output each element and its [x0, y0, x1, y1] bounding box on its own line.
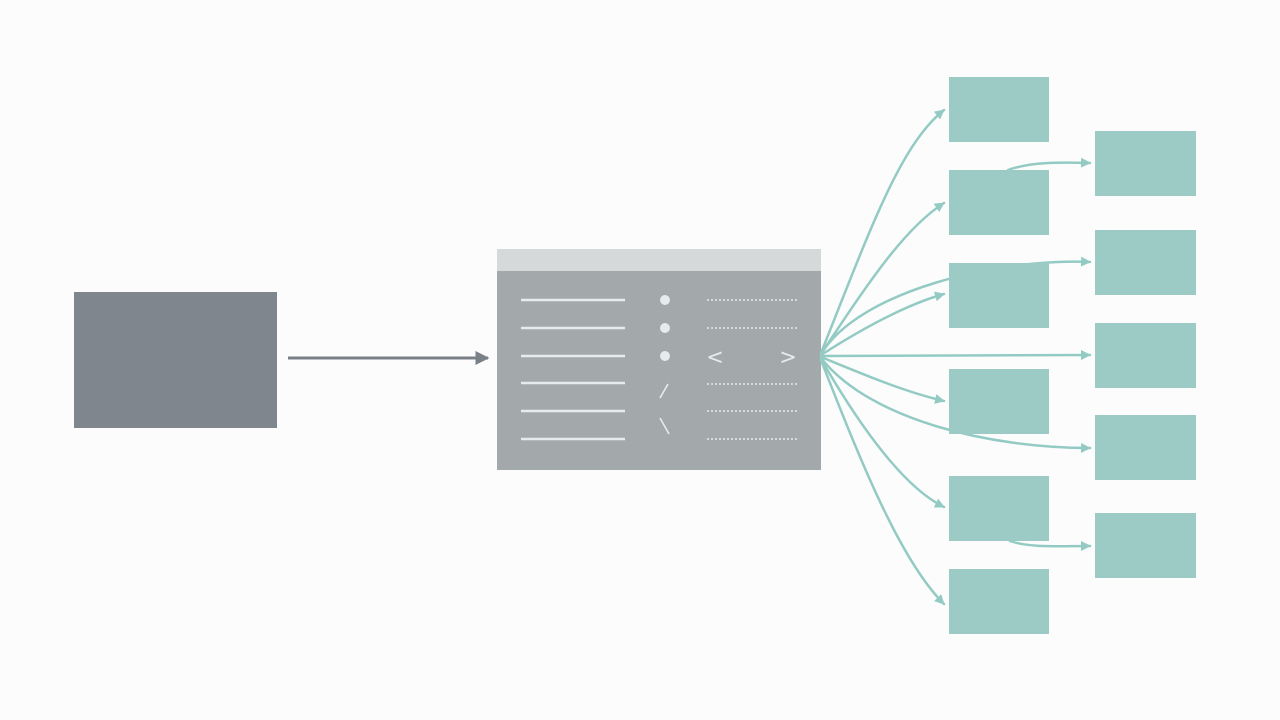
- panel-dotted-fields: [707, 299, 797, 440]
- cross-link-connectors: [1006, 157, 1092, 552]
- target-block: [949, 569, 1049, 634]
- target-block: [949, 263, 1049, 328]
- source-block: [74, 292, 277, 428]
- panel-header: [497, 249, 821, 271]
- processor-panel: < >: [497, 249, 821, 470]
- connector-arrow: [819, 256, 1092, 356]
- target-block: [1095, 415, 1196, 480]
- connector-arrow: [819, 291, 946, 357]
- fanout-connectors: [819, 108, 1092, 606]
- connector-arrow: [819, 108, 946, 355]
- dot-icon: [660, 295, 670, 305]
- panel-text-lines: [521, 298, 625, 441]
- slash-icon: [659, 383, 669, 399]
- dot-icon: [660, 323, 670, 333]
- target-block: [1095, 131, 1196, 196]
- panel-markers: [659, 295, 670, 435]
- target-block: [949, 77, 1049, 142]
- target-block: [949, 369, 1049, 434]
- target-column-2: [1095, 131, 1196, 578]
- target-column-1: [949, 77, 1049, 634]
- connector-arrow: [819, 357, 946, 509]
- connector-arrow: [819, 356, 1092, 453]
- connector-arrow: [819, 350, 1092, 361]
- target-block: [1095, 323, 1196, 388]
- target-block: [949, 170, 1049, 235]
- close-angle-bracket-icon: >: [779, 345, 797, 369]
- dot-icon: [660, 351, 670, 361]
- target-block: [949, 476, 1049, 541]
- connector-arrow: [819, 358, 946, 606]
- connector-arrow: [819, 201, 946, 356]
- panel-body: [497, 249, 821, 470]
- target-block: [1095, 230, 1196, 295]
- cross-link-arrow: [1006, 157, 1092, 172]
- target-block: [1095, 513, 1196, 578]
- cross-link-arrow: [1008, 539, 1092, 552]
- open-angle-bracket-icon: <: [706, 345, 724, 369]
- backslash-icon: [659, 417, 670, 435]
- connector-arrow: [819, 355, 946, 404]
